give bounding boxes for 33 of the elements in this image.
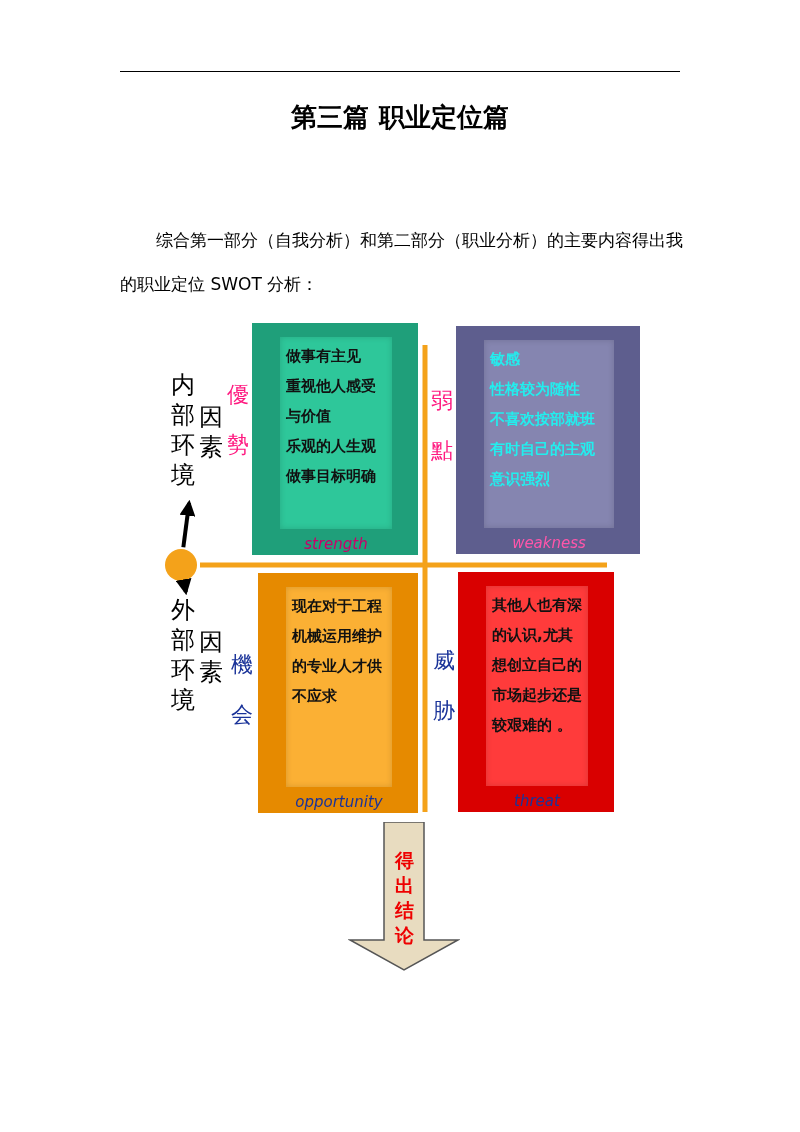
quadrant-item: 不喜欢按部就班 (490, 409, 596, 430)
quadrant-caption: weakness (511, 534, 587, 552)
vertical-label: 外部环境 (170, 595, 196, 715)
page-title: 第三篇 职业定位篇 (290, 101, 510, 134)
quadrant-item: 重视他人感受与价值 (286, 376, 377, 427)
quadrant-item: 有时自己的主观意识强烈 (490, 439, 596, 490)
circle-node (165, 549, 197, 581)
quadrant-caption: threat (513, 792, 562, 810)
intro-paragraph: 综合第一部分（自我分析）和第二部分（职业分析）的主要内容得出我的职业定位 SWOT 分析： (120, 229, 684, 296)
quadrant-caption: opportunity (294, 793, 384, 811)
quadrant-item: 敏感 (490, 349, 521, 370)
quadrant-heading: 機会 (230, 651, 254, 729)
quadrant-heading: 優勢 (226, 381, 250, 459)
quadrant-item: 做事有主见 (286, 346, 362, 367)
down-arrow-node (348, 822, 460, 972)
quadrant-heading: 威胁 (432, 647, 456, 725)
arrow-label: 得出结论 (393, 848, 415, 948)
arrow (175, 578, 192, 596)
arrow (179, 499, 196, 548)
quadrant-box (258, 573, 418, 813)
vertical-label: 因素 (198, 402, 224, 462)
quadrant-item: 乐观的人生观 (286, 436, 377, 457)
vertical-label: 因素 (198, 627, 224, 687)
quadrant-heading: 弱點 (430, 387, 454, 465)
quadrant-caption: strength (303, 535, 369, 553)
quadrant-item: 做事目标明确 (286, 466, 377, 487)
quadrant-box (458, 572, 614, 812)
vertical-label: 内部环境 (170, 370, 196, 490)
quadrant-box (456, 326, 640, 554)
quadrant-item: 其他人也有深的认识,尤其想创立自己的市场起步还是较艰难的 。 (492, 595, 582, 736)
quadrant-item: 现在对于工程机械运用维护的专业人才供不应求 (292, 596, 383, 707)
quadrant-box (252, 323, 418, 555)
quadrant-item: 性格较为随性 (490, 379, 581, 400)
